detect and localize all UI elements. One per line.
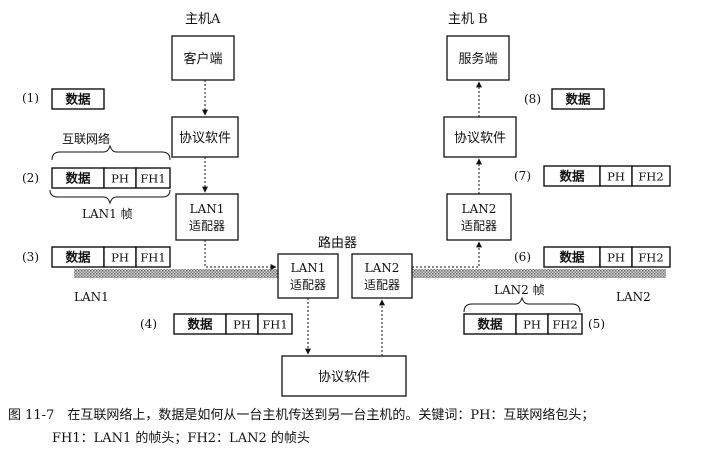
host-b-server-label: 服务端 — [458, 51, 497, 67]
frame-s4-cell-2 — [257, 313, 293, 335]
host-a-client-label: 客户端 — [183, 51, 222, 67]
host-a-adapter-line2: 适配器 — [189, 219, 225, 233]
step-6-label: (6) — [514, 250, 531, 264]
frame-s2-field-0: 数据 — [64, 171, 91, 186]
frame-s3-cell-2 — [135, 246, 171, 268]
frame-s8-cell-0 — [551, 88, 605, 110]
router-lan2-line2: 适配器 — [364, 278, 400, 292]
frame-s4-field-2: FH1 — [262, 318, 287, 332]
step-3-label: (3) — [22, 250, 39, 264]
frame-s3-field-1: PH — [111, 251, 129, 265]
frame-s7-cell-2 — [631, 165, 671, 187]
figure-caption: 图 11-7 在互联网络上，数据是如何从一台主机传送到另一台主机的。关键词：PH… — [8, 404, 712, 450]
host-b-server-box — [446, 35, 510, 81]
lan1-frame-brace — [49, 189, 171, 205]
frame-s7-field-0: 数据 — [558, 169, 585, 184]
lan1-frame-label: LAN1 帧 — [82, 207, 133, 221]
frame-s5-cell-2 — [547, 313, 583, 335]
host-b-protocol-label: 协议软件 — [454, 131, 506, 146]
frame-s4-field-1: PH — [233, 318, 251, 332]
router-protocol-box — [281, 355, 407, 397]
lan2-frame-label: LAN2 帧 — [494, 283, 545, 297]
host-b-adapter-line2: 适配器 — [461, 219, 497, 233]
host-a-protocol-box — [171, 116, 239, 158]
router-title: 路由器 — [318, 235, 357, 251]
lan2-bus — [372, 269, 666, 278]
frame-s2-cell-2 — [135, 167, 171, 189]
frame-s4-field-0: 数据 — [186, 317, 213, 332]
step-4-label: (4) — [140, 317, 157, 331]
host-a-adapter-line1: LAN1 — [190, 202, 225, 216]
frame-s6-field-2: FH2 — [638, 251, 663, 265]
frame-s1-field-0: 数据 — [64, 92, 91, 107]
lan1-name: LAN1 — [74, 290, 109, 304]
frame-s8-field-0: 数据 — [564, 92, 591, 107]
frame-s6-field-0: 数据 — [558, 250, 585, 265]
frame-s5-field-0: 数据 — [476, 317, 503, 332]
router-lan2-line1: LAN2 — [365, 261, 400, 275]
lan2-name: LAN2 — [616, 290, 651, 304]
step-5-label: (5) — [588, 317, 605, 331]
host-b-lan2-adapter-box — [446, 193, 512, 241]
frame-s2-field-2: FH1 — [140, 172, 165, 186]
host-b-title: 主机 B — [448, 12, 488, 27]
frame-s3-field-0: 数据 — [64, 250, 91, 265]
host-a-protocol-label: 协议软件 — [179, 131, 231, 146]
caption-line-2: FH1：LAN1 的帧头；FH2：LAN2 的帧头 — [52, 431, 310, 446]
frame-s5-field-1: PH — [523, 318, 541, 332]
internet-packet-brace — [51, 144, 171, 161]
frame-s1-cell-0 — [51, 88, 105, 110]
frame-s7-field-2: FH2 — [638, 170, 663, 184]
frame-s7-field-1: PH — [607, 170, 625, 184]
network-diagram: 主机A 客户端 协议软件 LAN1 适配器 主机 B 服务端 协议软件 LAN2… — [22, 12, 671, 397]
router-lan1-line2: 适配器 — [290, 278, 326, 292]
caption-line-1: 图 11-7 在互联网络上，数据是如何从一台主机传送到另一台主机的。关键词：PH… — [8, 408, 595, 423]
lan1-bus — [74, 269, 302, 278]
step-8-label: (8) — [524, 92, 541, 106]
frame-s5-field-2: FH2 — [552, 318, 577, 332]
router-lan1-adapter-box — [277, 253, 339, 299]
router-lan2-adapter-box — [351, 253, 413, 299]
router-lan1-line1: LAN1 — [291, 261, 326, 275]
host-b-adapter-line1: LAN2 — [462, 202, 497, 216]
host-b-protocol-box — [443, 116, 517, 158]
frame-s2-field-1: PH — [111, 172, 129, 186]
frame-s3-field-2: FH1 — [140, 251, 165, 265]
frame-s6-field-1: PH — [607, 251, 625, 265]
host-a-client-box — [171, 35, 235, 81]
step-2-label: (2) — [22, 171, 39, 185]
internet-packet-label: 互联网络 — [62, 131, 110, 146]
frame-s6-cell-2 — [631, 246, 671, 268]
host-a-lan1-adapter-box — [175, 193, 239, 241]
host-a-title: 主机A — [185, 12, 221, 27]
router-protocol-label: 协议软件 — [318, 370, 370, 385]
step-1-label: (1) — [22, 91, 39, 105]
step-7-label: (7) — [514, 169, 531, 183]
lan2-frame-brace — [463, 296, 581, 313]
